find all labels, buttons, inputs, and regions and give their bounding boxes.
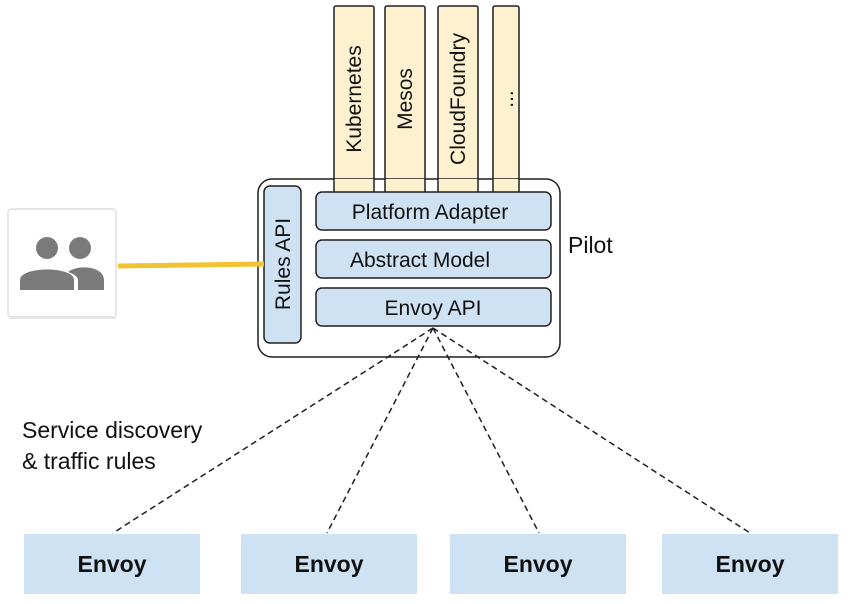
envoy-label-1: Envoy <box>77 551 146 577</box>
envoy-box-3: Envoy <box>450 534 626 594</box>
platform-cloudfoundry: CloudFoundry <box>437 5 479 193</box>
platform-adapter-label: Platform Adapter <box>352 201 508 224</box>
platform-columns: Kubernetes Mesos CloudFoundry ... <box>333 5 520 193</box>
envoy-box-4: Envoy <box>662 534 838 594</box>
platform-kubernetes-label: Kubernetes <box>343 45 366 152</box>
envoy-api-label: Envoy API <box>385 297 482 320</box>
platform-mesos: Mesos <box>384 5 426 193</box>
envoy-label-4: Envoy <box>715 551 784 577</box>
rules-api-box: Rules API <box>263 185 302 344</box>
envoy-api-layer: Envoy API <box>315 287 552 327</box>
envoy-label-2: Envoy <box>294 551 363 577</box>
platform-mesos-label: Mesos <box>394 68 417 130</box>
dashed-line-4 <box>432 327 751 534</box>
abstract-model-label: Abstract Model <box>350 249 490 272</box>
annotation: Service discovery & traffic rules <box>22 417 203 474</box>
dashed-connections <box>112 327 751 534</box>
dashed-line-2 <box>326 327 434 534</box>
annotation-line-1: Service discovery <box>22 417 203 443</box>
pilot-label: Pilot <box>568 232 613 258</box>
users-card <box>7 208 117 319</box>
envoy-label-3: Envoy <box>503 551 572 577</box>
envoy-row: Envoy Envoy Envoy Envoy <box>24 534 838 594</box>
platform-adapter-layer: Platform Adapter <box>315 191 552 231</box>
platform-more: ... <box>492 5 520 193</box>
envoy-box-2: Envoy <box>241 534 417 594</box>
platform-more-label: ... <box>495 90 518 108</box>
platform-cloudfoundry-label: CloudFoundry <box>447 33 470 165</box>
dashed-line-1 <box>112 327 434 534</box>
platform-kubernetes: Kubernetes <box>333 5 375 193</box>
annotation-line-2: & traffic rules <box>22 448 156 474</box>
envoy-box-1: Envoy <box>24 534 200 594</box>
people-icon <box>20 237 104 290</box>
dashed-line-3 <box>432 327 540 534</box>
abstract-model-layer: Abstract Model <box>315 239 552 279</box>
rules-api-label: Rules API <box>272 218 295 310</box>
users-connector <box>117 261 265 269</box>
